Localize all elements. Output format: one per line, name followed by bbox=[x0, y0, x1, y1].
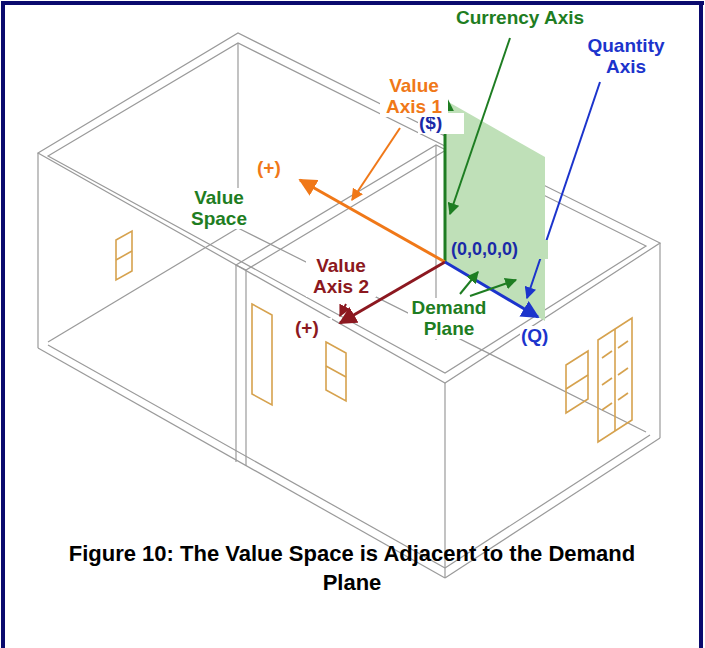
axis-sign: (+) bbox=[256, 158, 294, 179]
axis-title: Quantity Axis bbox=[578, 36, 674, 77]
space-name: Value Space bbox=[186, 188, 252, 229]
figure-caption: Figure 10: The Value Space is Adjacent t… bbox=[62, 540, 642, 597]
axis-title: Value Axis 1 bbox=[380, 76, 448, 117]
plane-name: Demand Plane bbox=[408, 298, 490, 339]
leader-arrows bbox=[340, 38, 600, 316]
origin-coordinates: (0,0,0,0) bbox=[450, 240, 548, 259]
axis-title: Currency Axis bbox=[455, 8, 607, 29]
doors-and-windows bbox=[116, 231, 632, 442]
axis-sign: (+) bbox=[294, 318, 332, 339]
axis-title: Value Axis 2 bbox=[306, 256, 376, 297]
axis-unit: (Q) bbox=[520, 326, 566, 347]
house-walls bbox=[38, 33, 660, 578]
value-axis-1 bbox=[300, 180, 445, 262]
axes bbox=[300, 95, 538, 323]
